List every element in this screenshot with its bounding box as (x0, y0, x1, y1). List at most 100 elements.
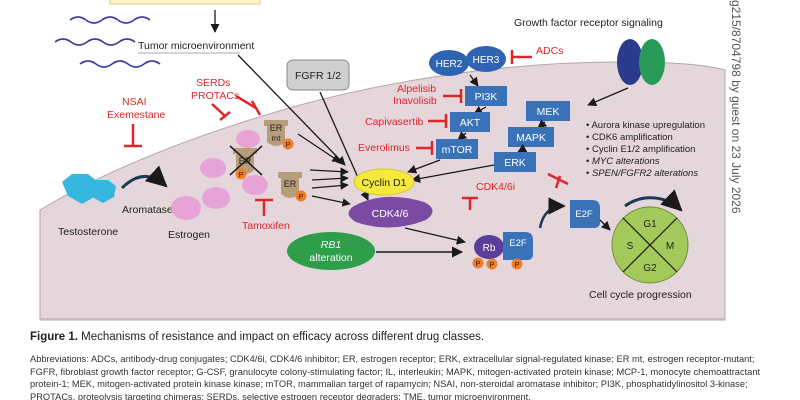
label-g2: G2 (643, 263, 657, 274)
label-cyclin-d1: Cyclin D1 (362, 177, 407, 189)
label-growth-factor: Growth factor receptor signaling (514, 17, 663, 29)
label-protacs: PROTACs (191, 90, 239, 102)
testosterone-molecule (62, 174, 98, 204)
label-aromatase: Aromatase (122, 204, 173, 216)
e2f-node-bound (503, 232, 533, 260)
label-adcs: ADCs (536, 45, 563, 57)
label-testosterone: Testosterone (58, 226, 118, 238)
inhibitor-cdk46i-2 (547, 172, 569, 189)
inhibitor-mtor (416, 141, 434, 155)
inhibitor-adcs (510, 50, 532, 64)
her2-node (429, 50, 469, 76)
phospho-rb-3 (511, 258, 523, 270)
label-g1: G1 (643, 219, 657, 230)
e2f-node-free (570, 200, 600, 228)
label-serds: SERDs (196, 77, 230, 89)
label-e2f-bound: E2F (509, 238, 527, 249)
label-capivasertib: Capivasertib (365, 116, 424, 128)
inhibitor-akt (428, 114, 448, 128)
arrow-tme-to-cdk (237, 54, 346, 166)
label-s: S (627, 241, 634, 252)
inhibitor-tamoxifen (255, 198, 273, 216)
label-p-er-blocked: P (238, 170, 243, 179)
phospho-er-blocked (235, 168, 247, 180)
label-p-er: P (298, 192, 303, 201)
estrogen-molecule-3 (236, 130, 260, 148)
erk-box (494, 152, 536, 172)
label-m: M (666, 241, 674, 252)
estrogen-molecule-4 (242, 175, 268, 195)
phospho-rb-1 (472, 257, 484, 269)
rb1-alteration-node (287, 232, 375, 270)
label-cdk46: CDK4/6 (372, 208, 409, 220)
arrow-e2f-to-cycle (599, 219, 611, 231)
label-p-rb-1: P (475, 259, 480, 268)
bullet-1: • Aurora kinase upregulation (586, 120, 705, 131)
er-blocked-cross (229, 145, 263, 176)
caption-text: Mechanisms of resistance and impact on e… (81, 331, 485, 343)
inhibitor-cdk46i-1 (462, 196, 478, 210)
er-receptor (278, 172, 302, 198)
phospho-er (295, 190, 307, 202)
label-mapk: MAPK (516, 132, 546, 144)
estrogen-molecule (171, 196, 201, 220)
bullet-2: • CDK6 amplification (586, 132, 673, 143)
receptor-green (639, 39, 665, 85)
caption-title: Figure 1. (30, 331, 78, 343)
arrow-receptor-to-mek (587, 87, 629, 106)
label-p-er-mt: P (285, 140, 290, 149)
pathway-diagram: Tumor microenvironment FGFR 1/2 Growth f… (39, 0, 726, 321)
cell-cycle-arrow (624, 189, 683, 212)
phospho-rb-2 (486, 258, 498, 270)
label-fgfr: FGFR 1/2 (295, 70, 341, 82)
label-everolimus: Everolimus (358, 142, 410, 154)
label-er-mt-sub: mt (272, 134, 282, 143)
phospho-er-mt (282, 138, 294, 150)
label-cell-cycle: Cell cycle progression (589, 289, 692, 301)
pi3k-box (465, 86, 507, 106)
label-alteration: alteration (309, 252, 352, 264)
arrow-cdk-to-rb (404, 227, 466, 245)
arrow-her-to-pi3k (469, 74, 479, 87)
figure-1: Tumor microenvironment FGFR 1/2 Growth f… (39, 0, 726, 321)
cytokine-waves (54, 16, 161, 68)
cdk46-node (348, 196, 433, 228)
label-estrogen: Estrogen (168, 229, 210, 241)
fgfr-box (286, 59, 350, 91)
label-p-rb-3: P (514, 260, 519, 269)
estrogen-molecule-1 (200, 158, 226, 178)
label-tumor-microenvironment: Tumor microenvironment (138, 40, 254, 52)
er-mutant-receptor (264, 120, 288, 146)
arrow-mapk-to-erk (517, 143, 528, 153)
label-akt: AKT (460, 117, 481, 129)
inhibitor-serds (235, 94, 262, 116)
arrow-akt-to-mtor (457, 131, 468, 141)
aromatase-arrow (120, 165, 168, 190)
label-her2: HER2 (436, 59, 463, 70)
label-exemestane: Exemestane (107, 109, 166, 121)
bullet-3: • Cyclin E1/2 amplification (586, 144, 695, 155)
cyclin-d1-node (353, 168, 415, 196)
mapk-box (508, 127, 554, 147)
label-cdk46i: CDK4/6i (476, 181, 515, 193)
figure-bottom-rule (40, 318, 725, 320)
label-rb1: RB1 (321, 239, 341, 251)
label-alpelisib: Alpelisib (397, 83, 436, 95)
label-erk: ERK (504, 157, 526, 169)
label-e2f-free: E2F (575, 209, 593, 220)
label-tamoxifen: Tamoxifen (242, 220, 290, 232)
side-note-text: g215/8704798 by guest on 23 July 2026 (729, 0, 743, 214)
receptor-blue (617, 39, 643, 85)
label-p-rb-2: P (489, 260, 494, 269)
figure-caption: Figure 1. Mechanisms of resistance and i… (30, 330, 778, 345)
label-nsai: NSAI (122, 96, 147, 108)
arrow-e2f-release (538, 197, 566, 229)
estrogen-molecule-2 (202, 187, 230, 209)
mek-box (526, 101, 570, 121)
mtor-box (436, 139, 478, 159)
bullet-4: • MYC alterations (586, 156, 660, 167)
label-er-mt: ER (270, 123, 283, 133)
inhibitor-pi3k (443, 89, 463, 103)
er-signal-arrows (297, 133, 351, 207)
label-mek: MEK (537, 106, 560, 118)
